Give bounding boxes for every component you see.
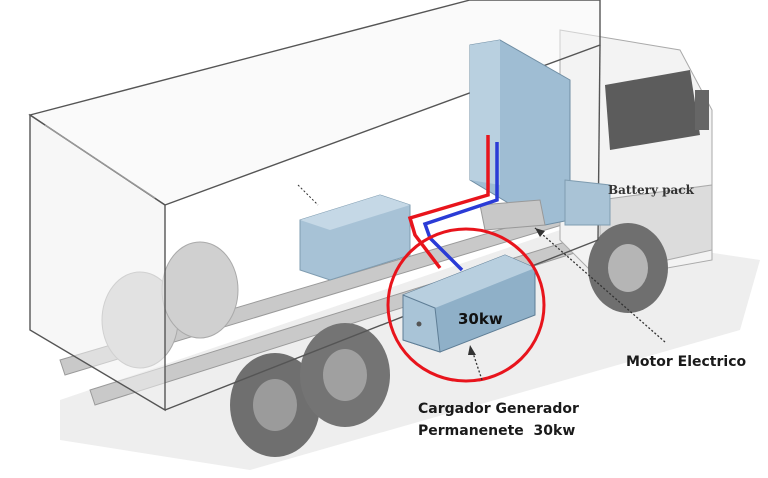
electric-motor [479, 199, 546, 231]
motor-pointer-arrow [534, 227, 666, 343]
generator-label: Cargador Generador Permanenete 30kw [418, 398, 579, 442]
cargo-box [28, 0, 601, 412]
generator-power-label: 30kw [458, 310, 503, 328]
pipe-blue [422, 142, 499, 272]
auxiliary-box [299, 194, 411, 281]
generator [402, 254, 536, 353]
battery-pack-label: Battery pack [608, 183, 694, 197]
generator-label-line1: Cargador Generador [418, 401, 579, 417]
pipe-red [407, 135, 490, 270]
aux-pointer-arrow [297, 184, 319, 206]
motor-label: Motor Electrico [626, 354, 747, 370]
highlight-circle [386, 227, 546, 383]
battery-pack [469, 39, 611, 226]
generator-pointer-arrow [471, 349, 483, 381]
generator-label-line2: Permanenete 30kw [418, 423, 576, 439]
